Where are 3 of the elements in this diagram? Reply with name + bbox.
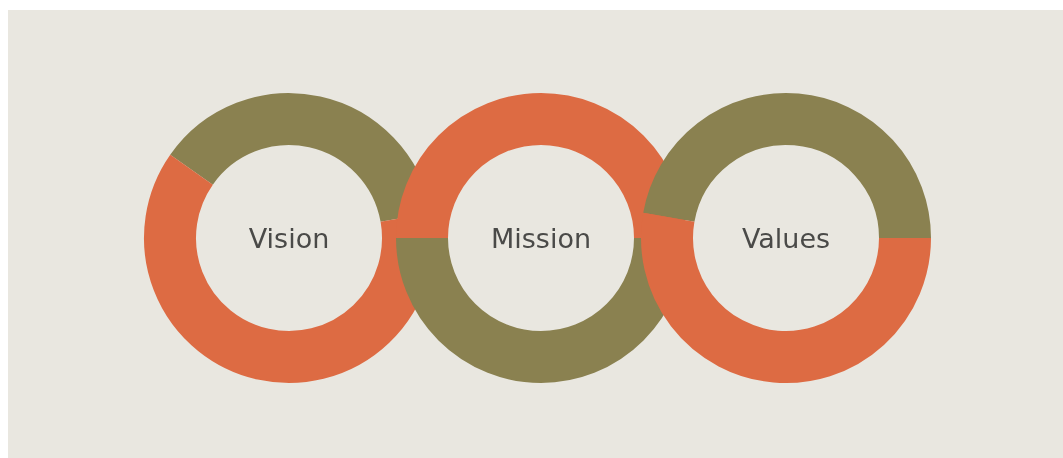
ring-label: Values: [741, 222, 831, 254]
ring-label: Mission: [490, 222, 592, 254]
ring-label: Vision: [248, 222, 330, 254]
